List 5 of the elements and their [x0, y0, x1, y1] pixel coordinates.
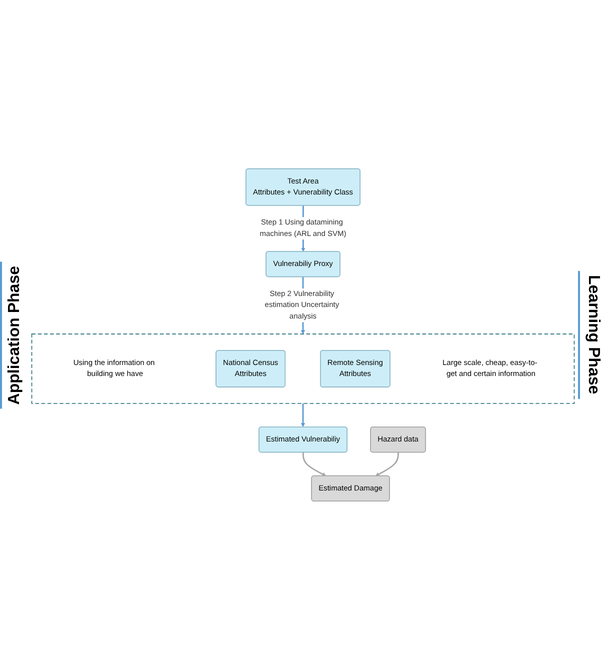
phase-label: Learning Phase: [578, 271, 606, 399]
arrow: [375, 452, 399, 476]
arrow: [302, 452, 326, 476]
arrow: [300, 404, 306, 428]
phase-label: Application Phase: [0, 262, 28, 408]
